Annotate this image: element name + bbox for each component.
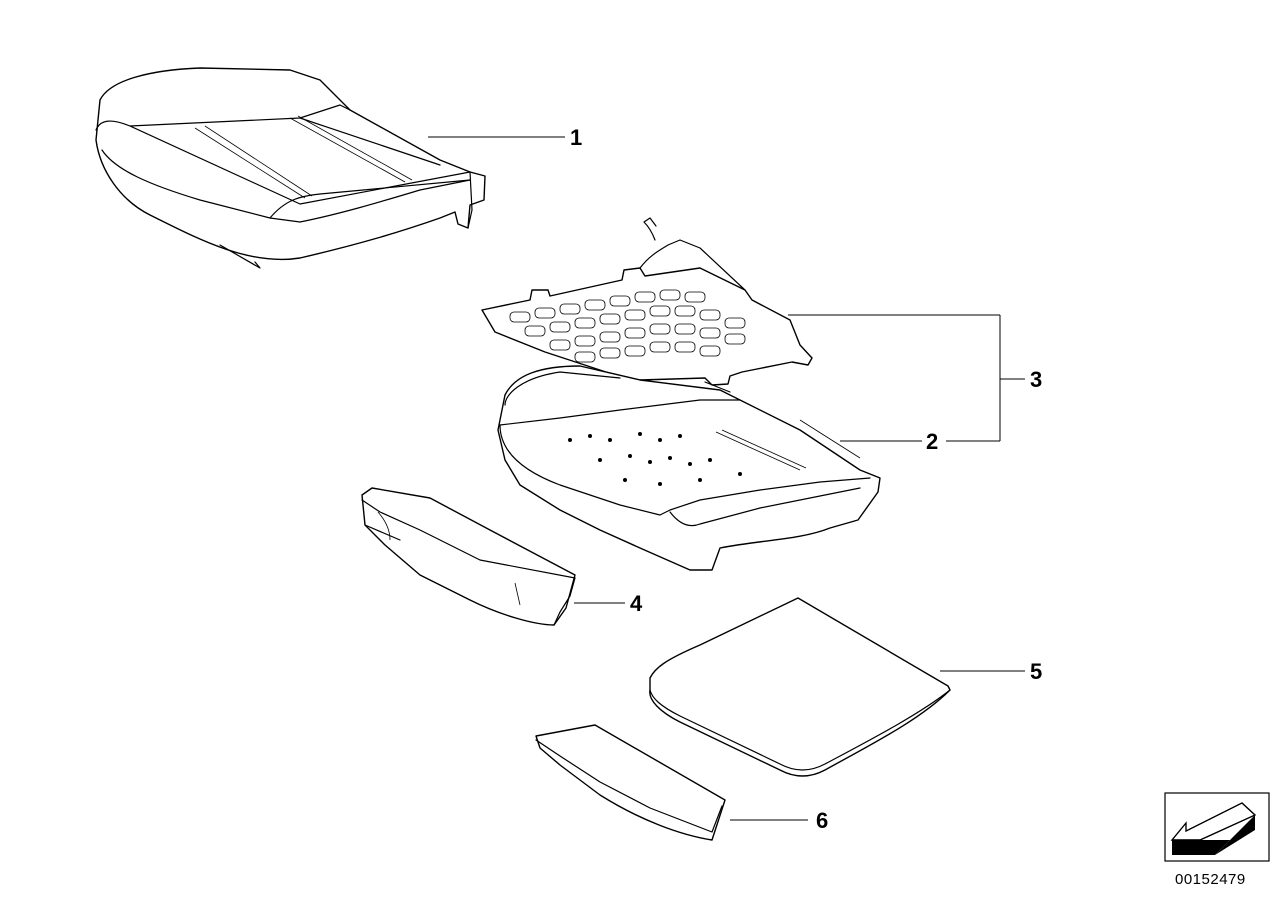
callout-6[interactable]: 6 — [816, 808, 828, 833]
part-heating-mat[interactable] — [481, 217, 813, 386]
callout-5[interactable]: 5 — [1030, 659, 1042, 684]
foam-holes — [568, 432, 742, 486]
callout-1[interactable]: 1 — [570, 125, 582, 150]
heating-coils — [509, 289, 746, 363]
part-seat-cover[interactable] — [95, 67, 486, 269]
callout-4[interactable]: 4 — [630, 591, 643, 616]
callout-3[interactable]: 3 — [1030, 367, 1042, 392]
document-number: 00152479 — [1175, 871, 1246, 888]
orientation-box — [1164, 792, 1270, 862]
part-front-wedge[interactable] — [361, 487, 576, 626]
direction-arrow-icon — [1170, 802, 1257, 855]
part-seat-foam[interactable] — [497, 365, 881, 571]
part-seat-board[interactable] — [649, 597, 951, 777]
callout-2[interactable]: 2 — [926, 429, 938, 454]
part-front-insert[interactable] — [535, 724, 726, 841]
